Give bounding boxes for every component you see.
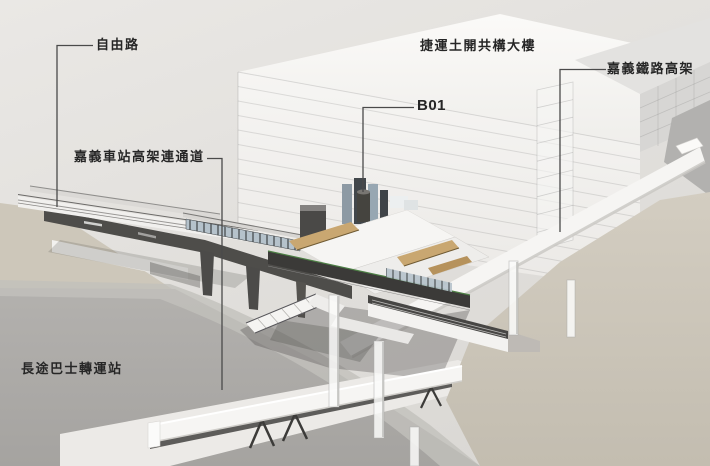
label-railway-viaduct: 嘉義鐵路高架	[607, 61, 695, 76]
leader-lines	[56, 44, 606, 390]
beige-ground-plane	[446, 192, 710, 466]
right-block-mass	[575, 18, 710, 196]
label-joint-development-building: 捷運土開共構大樓	[420, 38, 537, 53]
label-b01: B01	[417, 97, 447, 114]
leader-b01	[362, 106, 414, 192]
station-stairs	[245, 293, 414, 344]
label-freedom-road: 自由路	[96, 37, 140, 52]
b01-entrance-structure	[357, 192, 370, 222]
station-complex	[267, 178, 490, 311]
railway-girder-stub	[368, 295, 540, 352]
label-station-elevated-walkway: 嘉義車站高架連通道	[74, 149, 205, 164]
viaduct-columns	[328, 260, 576, 466]
freedom-road-surface	[44, 209, 352, 299]
railway-viaduct-wall	[536, 81, 574, 251]
elevated-walkway-west	[17, 185, 306, 318]
leader-station-walkway	[207, 157, 223, 390]
leader-railway-viaduct	[559, 68, 606, 232]
leader-freedom-road	[56, 44, 93, 207]
label-bus-terminal: 長途巴士轉運站	[21, 361, 123, 376]
